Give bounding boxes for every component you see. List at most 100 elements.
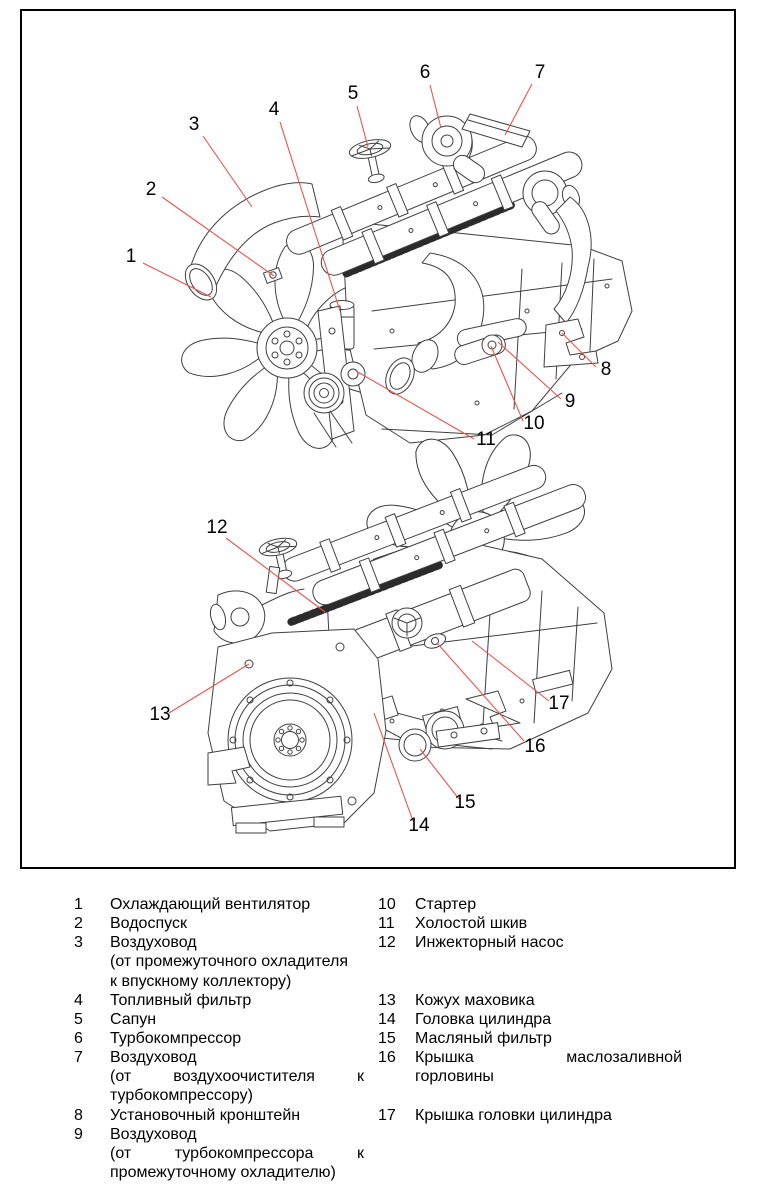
callout-number-11: 11 (476, 429, 496, 450)
legend-text: Кожух маховика (415, 991, 535, 1009)
engine-figure: 1 2 3 4 5 6 7 8 9 10 11 12 13 14 15 16 1… (126, 62, 633, 836)
legend-text: (от турбокомпрессора к (110, 1144, 364, 1162)
legend-row: 17 Крышка головки цилиндра (378, 1106, 682, 1125)
legend-number: 6 (74, 1029, 83, 1047)
figure-border: 1 2 3 4 5 6 7 8 9 10 11 12 13 14 15 16 1… (20, 9, 736, 869)
legend-number: 10 (378, 896, 396, 913)
legend-number: 1 (74, 896, 83, 913)
legend-text: к впускному коллектору) (110, 972, 292, 990)
legend-row (378, 972, 682, 991)
legend-text (415, 1086, 682, 1105)
mounting-feet-icon (207, 669, 574, 834)
legend-number: 2 (74, 915, 83, 933)
legend-text: промежуточному охладителю) (110, 1163, 336, 1181)
legend-row: 6 Турбокомпрессор (74, 1029, 364, 1048)
legend-row: 4 Топливный фильтр (74, 991, 364, 1010)
legend-number (378, 952, 415, 971)
air-duct-intercooler-icon (184, 182, 321, 301)
callout-number-2: 2 (146, 179, 157, 200)
intake-manifold-tubes-bottom (282, 464, 587, 626)
engine-top-view (181, 113, 633, 449)
legend-number (74, 1163, 110, 1182)
legend-text: Воздуховод (110, 1049, 197, 1067)
callout-number-5: 5 (348, 83, 359, 104)
legend-text: Инжекторный насос (415, 934, 564, 952)
legend-text: Воздуховод (110, 934, 197, 952)
starter-icon (454, 318, 527, 365)
legend-number: 14 (378, 1010, 396, 1028)
callout-number-16: 16 (524, 736, 545, 757)
legend-row: 1 Охлаждающий вентилятор (74, 895, 364, 914)
engine-bottom-view (207, 434, 613, 834)
valve-cover-icon (350, 568, 531, 663)
leader-lines-bottom (168, 537, 550, 822)
legend-text: (от промежуточного охладителя (110, 953, 349, 971)
legend-text: горловины (415, 1068, 494, 1086)
callout-number-14: 14 (408, 815, 430, 836)
legend-row: 3 Воздуховод (74, 933, 364, 952)
legend-text (415, 972, 682, 991)
legend-number: 3 (74, 934, 83, 952)
legend-text: Холостой шкив (415, 915, 528, 933)
legend-text: Охлаждающий вентилятор (110, 896, 311, 913)
legend-number: 8 (74, 1106, 83, 1124)
legend-number: 9 (74, 1125, 83, 1143)
callout-number-4: 4 (269, 99, 280, 120)
legend-text (415, 952, 682, 971)
legend-number: 4 (74, 991, 83, 1009)
legend-row: 15 Масляный фильтр (378, 1029, 682, 1048)
callout-number-3: 3 (189, 114, 200, 135)
legend-number: 15 (378, 1029, 396, 1047)
turbocharger-icon (409, 115, 486, 184)
legend-text: Установочный кронштейн (110, 1106, 301, 1124)
legend-number (74, 952, 110, 971)
legend-row (378, 1086, 682, 1105)
exhaust-opening-icon (385, 357, 415, 395)
legend-text: Топливный фильтр (110, 991, 252, 1009)
flywheel-housing-icon (207, 628, 387, 832)
legend-row: 13 Кожух маховика (378, 991, 682, 1010)
legend-text: (от воздухоочистителя к (110, 1068, 364, 1086)
legend-text: Турбокомпрессор (110, 1029, 242, 1047)
callout-number-7: 7 (535, 62, 546, 83)
legend-text: Крышка маслозаливной (415, 1049, 682, 1067)
breather-icon (348, 139, 392, 184)
legend-number (74, 972, 110, 991)
legend-row: (от промежуточного охладителя (74, 952, 364, 971)
legend-number (74, 1144, 110, 1163)
callout-number-13: 13 (149, 704, 170, 725)
front-drive-icon (303, 305, 366, 448)
callout-number-17: 17 (548, 693, 569, 714)
legend-text: Крышка головки цилиндра (415, 1106, 612, 1124)
legend-row: горловины (378, 1067, 682, 1086)
legend-row (378, 952, 682, 971)
legend-number (74, 1067, 110, 1086)
legend-row: к впускному коллектору) (74, 972, 364, 991)
legend-number (74, 1086, 110, 1105)
callout-number-12: 12 (206, 517, 227, 538)
callout-number-9: 9 (565, 391, 576, 412)
callout-number-10: 10 (523, 413, 544, 434)
legend-number (378, 1067, 415, 1086)
legend-row: (от воздухоочистителя к (74, 1067, 364, 1086)
legend-text: Воздуховод (110, 1125, 197, 1143)
callout-numbers-bottom: 12 13 14 15 16 17 (149, 517, 569, 836)
legend-row: промежуточному охладителю) (74, 1163, 364, 1182)
legend-row: турбокомпрессору) (74, 1086, 364, 1105)
legend-number: 5 (74, 1010, 83, 1028)
legend-number: 13 (378, 991, 396, 1009)
legend-row: 2 Водоспуск (74, 914, 364, 933)
legend-text: Водоспуск (110, 915, 187, 933)
legend-number: 17 (378, 1106, 396, 1124)
turbo-outlet-icon (209, 565, 305, 644)
legend-text: Масляный фильтр (415, 1029, 552, 1047)
callout-number-1: 1 (126, 246, 137, 267)
